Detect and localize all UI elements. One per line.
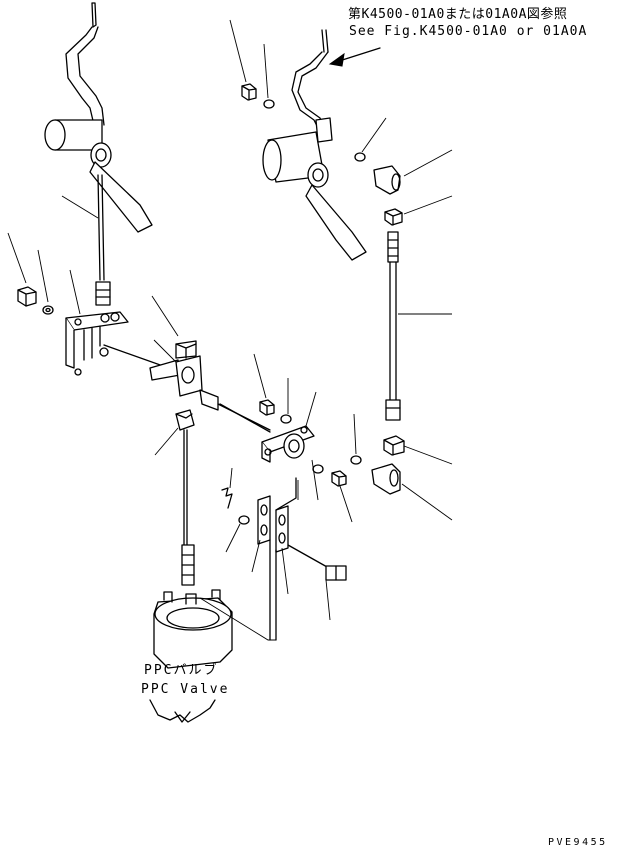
small-nuts [238,399,362,525]
bolt [287,544,347,581]
rod [383,231,405,456]
left-nut-washer [17,286,54,315]
right-nut-washer [241,83,366,162]
reference-arrow [328,47,381,67]
right-bracket [219,403,315,463]
reference-note-english: See Fig.K4500-01A0 or 01A0A [349,24,588,39]
left-bracket [65,311,129,376]
reference-note-japanese: 第K4500-01A0または01A0A図参照 [348,7,568,22]
valve-label-japanese: PPCバルブ [144,663,219,678]
drawing-code: PVE9455 [548,837,608,848]
center-joint [103,340,271,546]
ball-joint-top [373,165,403,226]
ppc-valve [149,544,233,723]
ball-joint-bottom [371,463,401,495]
right-control-lever [262,29,367,261]
left-control-lever [44,2,153,306]
mounting-plates [221,477,297,641]
callout-leaders [7,19,453,621]
valve-leader [199,597,276,641]
valve-label-english: PPC Valve [141,682,230,697]
